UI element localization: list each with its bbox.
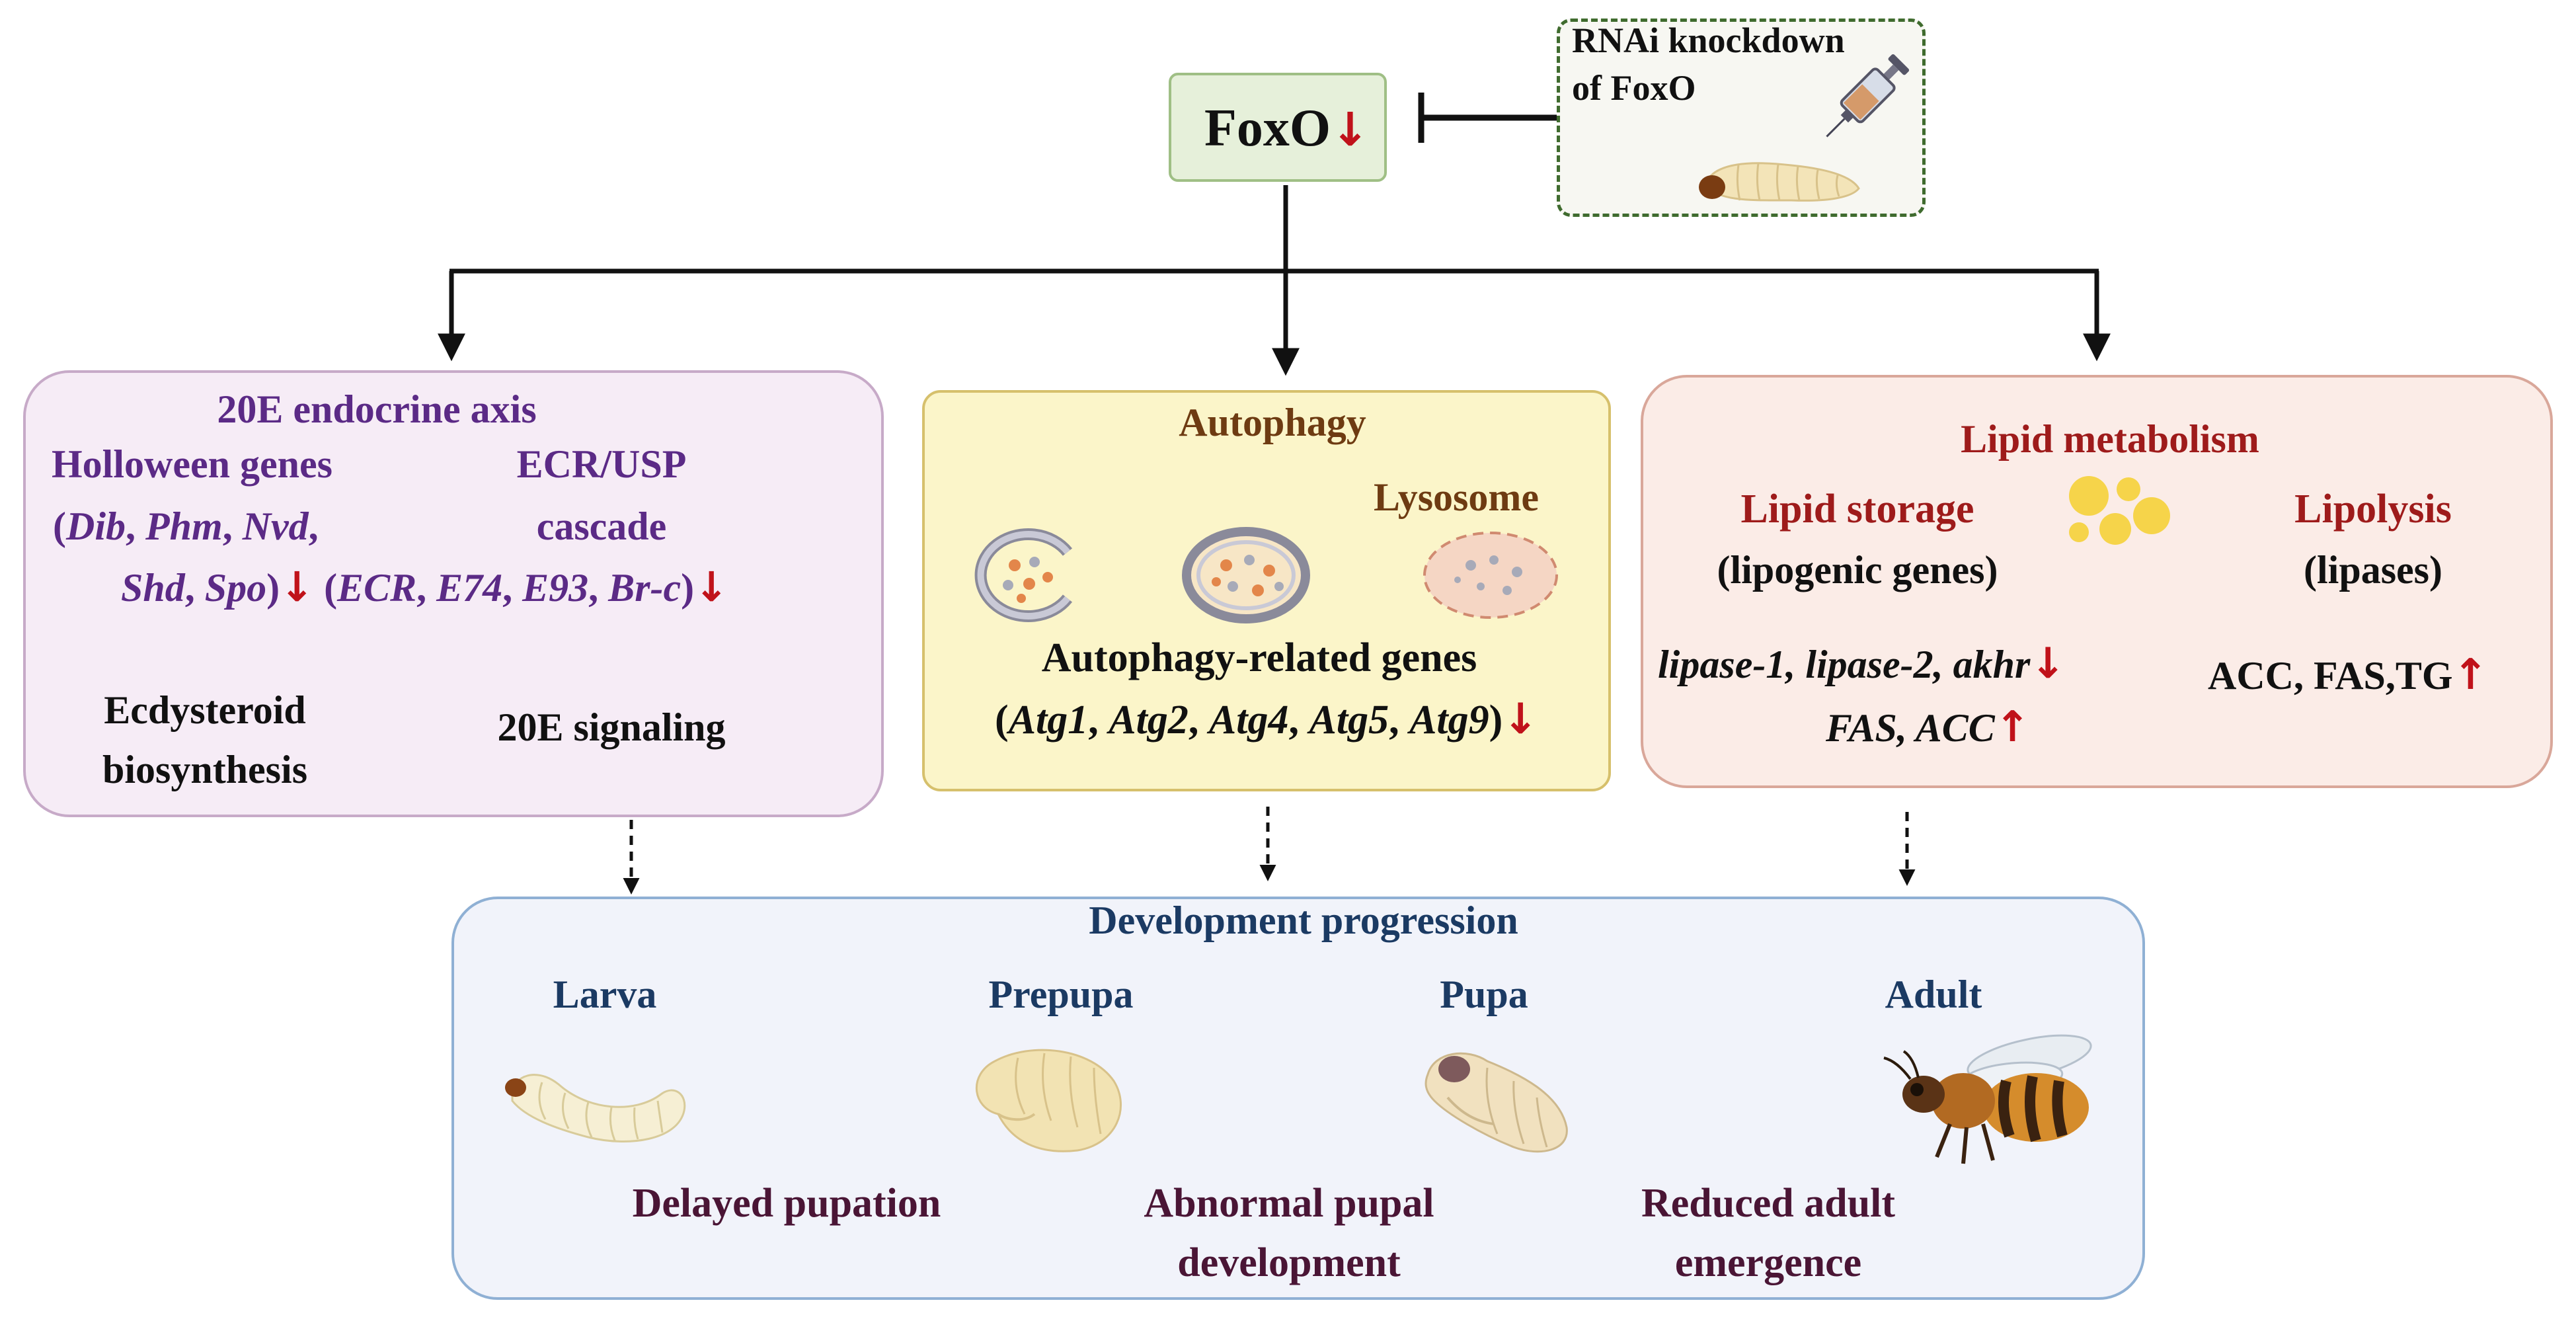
halloween-title: Holloween genes: [52, 442, 332, 486]
halloween-down-arrow: ↓: [280, 563, 315, 611]
development-box: [451, 897, 2145, 1300]
lipid-storage-title: Lipid storage: [1740, 487, 1974, 532]
lipolysis-genes: ACC, FAS,TG↑: [2208, 651, 2489, 700]
stage-larva: Larva: [553, 973, 657, 1016]
halloween-genes-line2: Shd, Spo)↓ (ECR, E74, E93, Br-c)↓: [121, 563, 729, 611]
lipolysis-sub: (lipases): [2304, 548, 2442, 592]
lipolysis-title: Lipolysis: [2294, 487, 2452, 532]
phagophore-icon: [974, 528, 1073, 622]
effect-abnormal-line1: Abnormal pupal: [1144, 1181, 1434, 1226]
development-title: Development progression: [1089, 899, 1518, 942]
effect-delayed-pupation: Delayed pupation: [632, 1181, 941, 1226]
ecr-title-1: ECR/USP: [516, 442, 687, 486]
pupa-icon: [1425, 1052, 1568, 1153]
prepupa-icon: [976, 1049, 1122, 1152]
20e-signaling: 20E signaling: [497, 705, 726, 749]
ecr-title-2: cascade: [536, 504, 667, 548]
autophagy-genes-title: Autophagy-related genes: [1041, 635, 1477, 680]
lipid-storage-sub: (lipogenic genes): [1717, 548, 1998, 592]
bee-icon: [1883, 1034, 2092, 1164]
stage-pupa: Pupa: [1440, 973, 1528, 1016]
larva-icon-small: [1699, 162, 1860, 202]
ecr-down-arrow: ↓: [694, 563, 729, 611]
effect-reduced-line2: emergence: [1674, 1240, 1862, 1285]
halloween-genes-line1: (Dib, Phm, Nvd,: [53, 504, 319, 548]
larva-icon: [505, 1074, 686, 1143]
effect-reduced-line1: Reduced adult: [1641, 1181, 1896, 1226]
ecdysteroid-line2: biosynthesis: [102, 748, 308, 791]
rnai-line1: RNAi knockdown: [1572, 20, 1845, 60]
lysosome-label: Lysosome: [1374, 475, 1540, 519]
ecdysteroid-line1: Ecdysteroid: [104, 688, 306, 732]
lipolysis-up-arrow: ↑: [2452, 651, 2489, 700]
endocrine-box: [23, 370, 884, 817]
lipid-box: [1641, 375, 2553, 788]
lipase-down-arrow: ↓: [2030, 639, 2066, 688]
autophagy-down-arrow: ↓: [1503, 695, 1538, 744]
fas-up-arrow: ↑: [1994, 703, 2031, 752]
autophagosome-icon: [1182, 527, 1310, 623]
autophagy-genes: (Atg1, Atg2, Atg4, Atg5, Atg9)↓: [995, 695, 1538, 744]
lysosome-icon: [1423, 532, 1558, 619]
rnai-line2: of FoxO: [1572, 68, 1696, 108]
effect-abnormal-line2: development: [1177, 1240, 1401, 1285]
lipid-storage-up-genes: FAS, ACC↑: [1826, 703, 2031, 752]
foxo-label: FoxO↓: [1204, 99, 1370, 157]
stage-prepupa: Prepupa: [988, 973, 1134, 1016]
lipid-title: Lipid metabolism: [1961, 417, 2259, 461]
foxo-box: [1169, 73, 1387, 182]
syringe-icon: [1826, 54, 1910, 138]
foxo-down-arrow: ↓: [1331, 102, 1370, 157]
lipid-droplets-icon: [2069, 476, 2170, 545]
endocrine-title: 20E endocrine axis: [217, 387, 537, 431]
stage-adult: Adult: [1885, 973, 1982, 1016]
autophagy-title: Autophagy: [1179, 401, 1366, 444]
lipid-storage-down-genes: lipase-1, lipase-2, akhr↓: [1658, 639, 2066, 688]
